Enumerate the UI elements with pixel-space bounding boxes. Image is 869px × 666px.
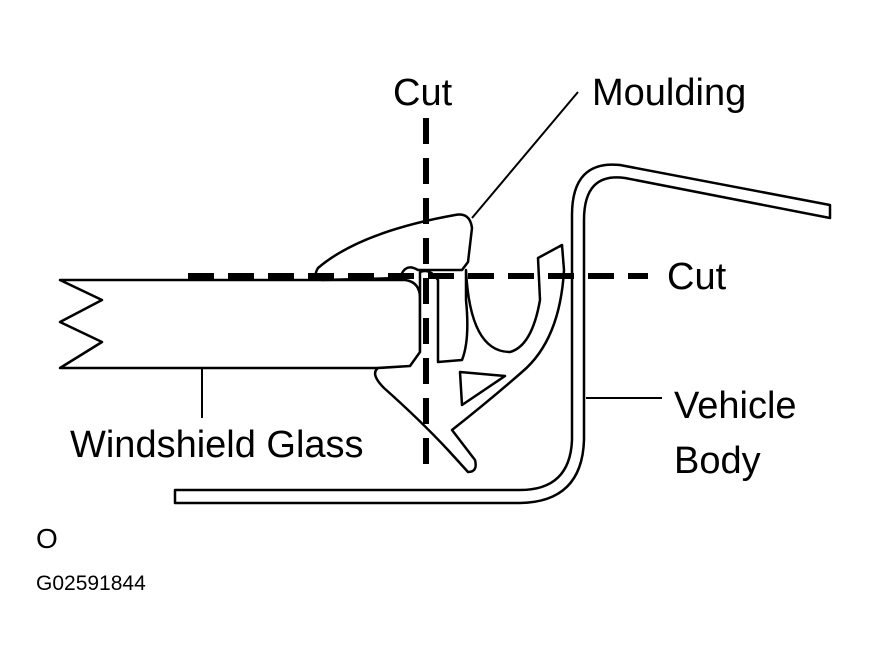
moulding-leader-line xyxy=(471,91,579,219)
cut-vertical-label: Cut xyxy=(393,72,453,114)
vehicle-label: Vehicle xyxy=(674,385,797,427)
vehicle-body-shape xyxy=(173,163,832,505)
cut-horizontal-label: Cut xyxy=(667,256,727,298)
moulding-cap-shape xyxy=(314,213,474,282)
moulding-label: Moulding xyxy=(592,72,746,114)
figure-id-label: G02591844 xyxy=(36,572,146,595)
view-letter-label: O xyxy=(36,523,58,554)
body-label: Body xyxy=(674,440,761,482)
moulding-hollow-shape xyxy=(458,370,507,407)
windshield-glass-shape xyxy=(58,278,422,370)
moulding-body-shape xyxy=(373,243,566,474)
windshield-glass-label: Windshield Glass xyxy=(70,424,364,466)
